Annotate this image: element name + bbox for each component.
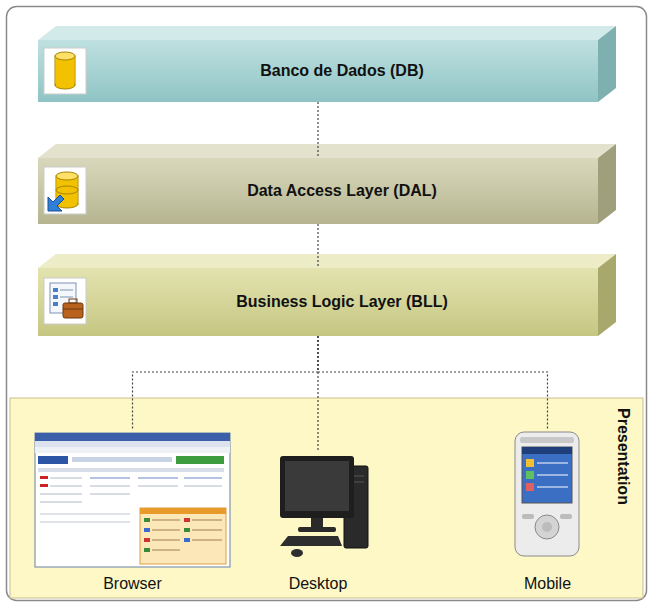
bll-bar	[38, 254, 616, 336]
client-item: Browser	[30, 430, 235, 596]
mobile-phone	[515, 432, 579, 556]
db-icon	[44, 48, 86, 94]
desktop-computer	[280, 456, 368, 557]
dotted-connector	[133, 336, 319, 430]
client-label: Desktop	[289, 575, 348, 593]
layer-label: Banco de Dados (DB)	[260, 62, 424, 80]
browser-screenshot	[35, 433, 230, 567]
dal-icon	[44, 167, 86, 214]
layer-bar: Business Logic Layer (BLL)	[38, 268, 598, 336]
outer-frame	[7, 7, 647, 601]
db-bar	[38, 26, 616, 102]
client-label: Browser	[103, 575, 162, 593]
presentation-panel: PresentationBrowser Desktop Mobile	[10, 398, 643, 598]
dotted-connector	[317, 224, 318, 268]
layer-label: Data Access Layer (DAL)	[247, 182, 437, 200]
dotted-connector	[318, 336, 548, 430]
layer-label: Business Logic Layer (BLL)	[236, 293, 448, 311]
dal-bar	[38, 144, 616, 224]
layer-bar: Data Access Layer (DAL)	[38, 158, 598, 224]
client-label: Mobile	[524, 575, 571, 593]
client-item: Mobile	[495, 430, 600, 596]
client-item: Desktop	[258, 452, 378, 596]
layer-bar: Banco de Dados (DB)	[38, 40, 598, 102]
dotted-connector	[317, 102, 318, 158]
panel-label: Presentation	[614, 408, 632, 505]
bll-icon	[44, 278, 86, 324]
